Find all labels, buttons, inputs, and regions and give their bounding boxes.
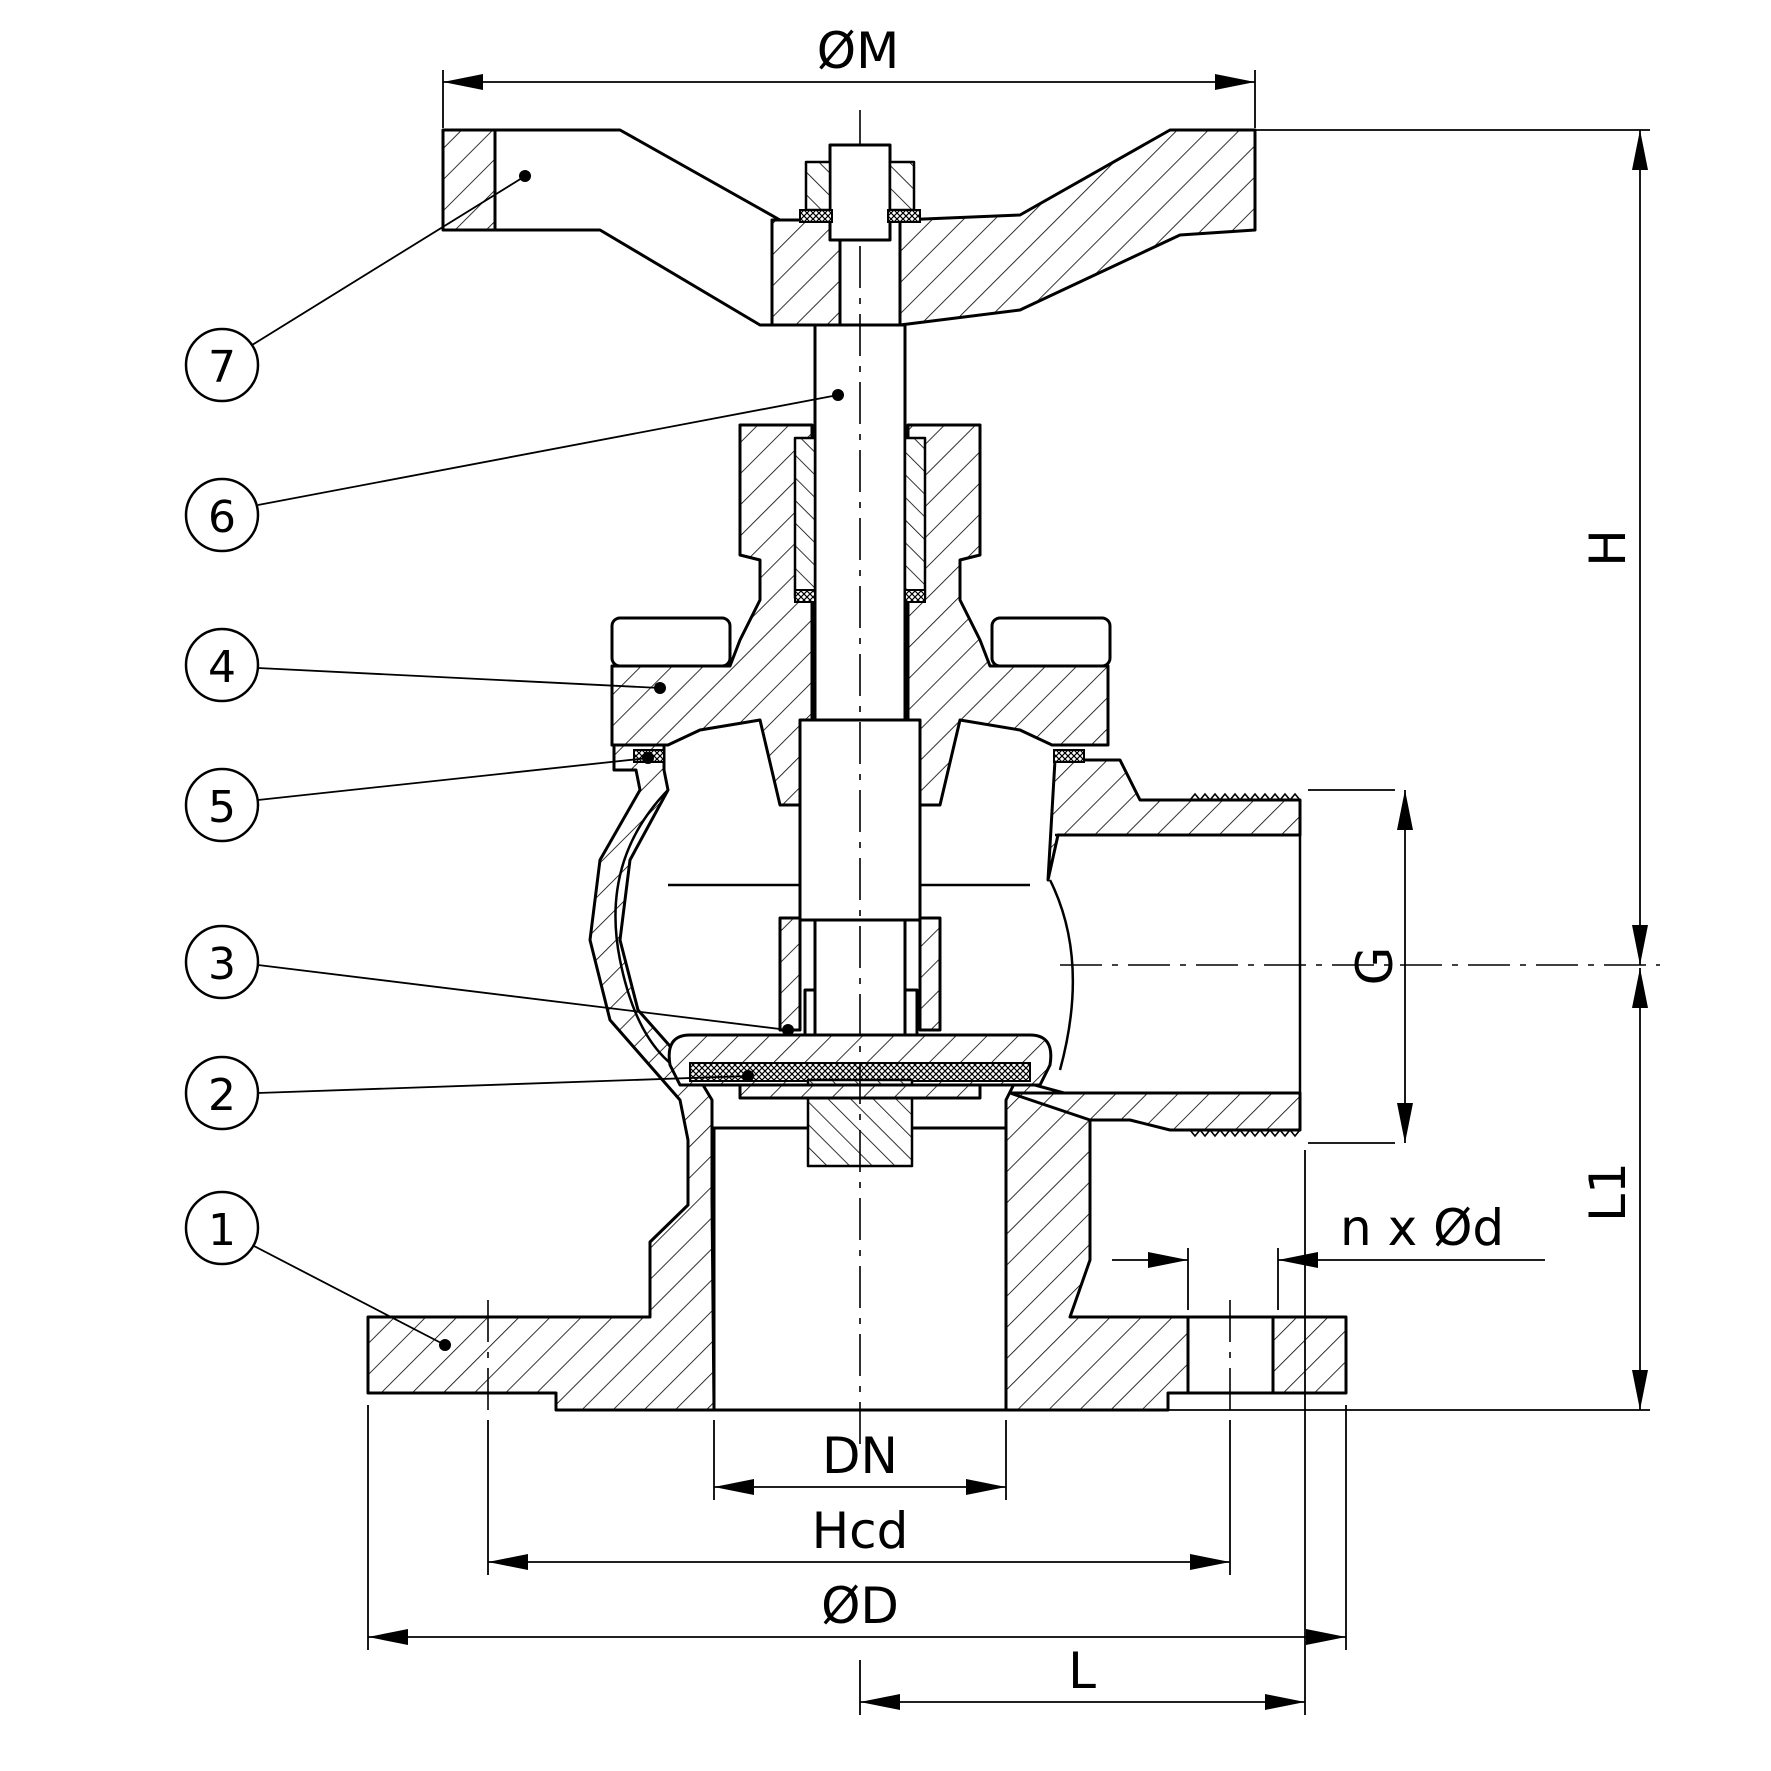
callout-2 xyxy=(184,1055,260,1131)
callout-4-label: 4 xyxy=(208,642,236,693)
callout-7-label: 7 xyxy=(208,342,236,393)
dim-l1-label: L1 xyxy=(1579,1162,1637,1222)
callout-1 xyxy=(184,1190,260,1266)
dim-hcd-label: Hcd xyxy=(812,1502,909,1560)
callout-2-label: 2 xyxy=(208,1070,236,1121)
dim-l-label: L xyxy=(1068,1642,1096,1700)
callout-6 xyxy=(184,477,260,553)
callout-7 xyxy=(184,327,260,403)
handwheel xyxy=(441,128,1257,327)
callout-3-label: 3 xyxy=(208,939,236,990)
valve-stem xyxy=(798,110,922,1450)
valve-bonnet xyxy=(610,423,1112,807)
dim-dn-label: DN xyxy=(822,1427,898,1485)
callout-6-label: 6 xyxy=(208,492,236,543)
dimensions: ØM H G L1 n x Ød DN xyxy=(367,22,1660,1715)
callout-5-label: 5 xyxy=(208,782,236,833)
dim-holes-label: n x Ød xyxy=(1340,1199,1504,1257)
dim-g-label: G xyxy=(1346,947,1404,986)
callout-1-label: 1 xyxy=(208,1205,236,1256)
callout-5 xyxy=(184,767,260,843)
dim-d-label: ØD xyxy=(821,1577,899,1635)
dim-h-label: H xyxy=(1579,529,1637,567)
callout-4 xyxy=(184,627,260,703)
callouts: 7 6 4 5 3 2 1 xyxy=(184,170,844,1351)
valve-body xyxy=(366,710,1348,1420)
callout-3 xyxy=(184,924,260,1000)
dim-m-label: ØM xyxy=(817,22,900,80)
